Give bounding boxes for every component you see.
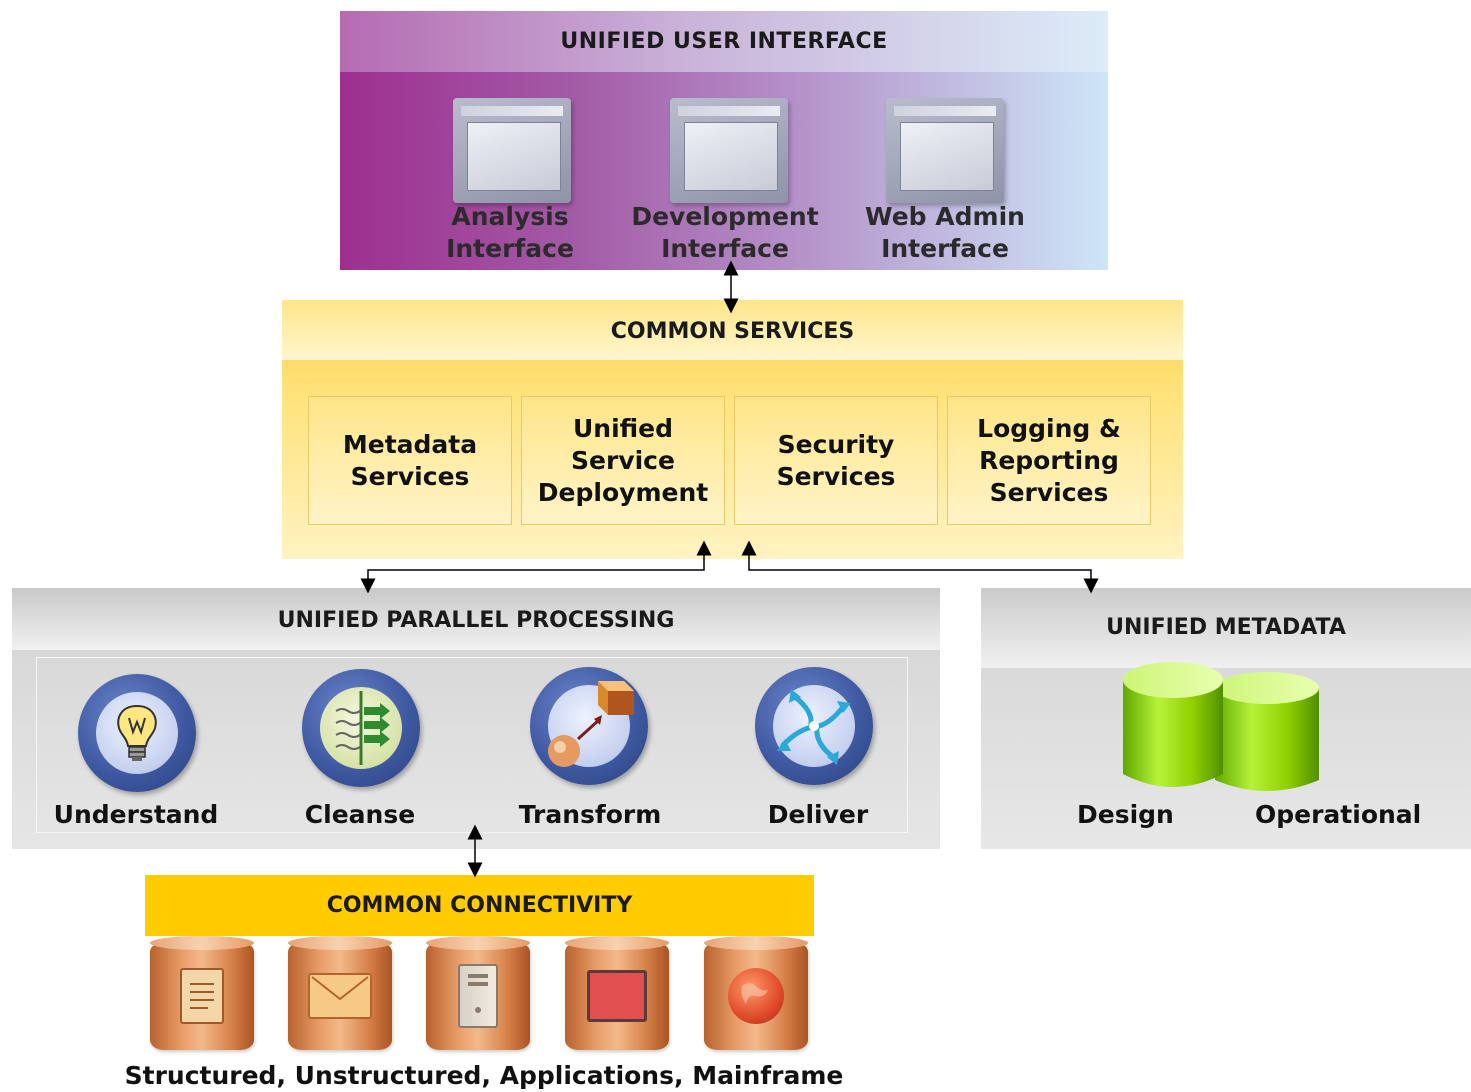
globe-icon — [704, 936, 808, 1050]
connectivity-caption: Structured, Unstructured, Applications, … — [124, 1061, 844, 1090]
window-icon — [453, 98, 571, 203]
upp-title: UNIFIED PARALLEL PROCESSING — [12, 588, 940, 650]
understand-label: Understand — [53, 800, 219, 829]
unified-service-deployment-label: Unified Service Deployment — [537, 413, 709, 507]
cube-sphere-icon — [530, 667, 648, 785]
unified-user-interface-layer: UNIFIED USER INTERFACE Analysis Interfac… — [340, 11, 1108, 270]
design-label: Design — [1077, 800, 1174, 829]
monitor-icon — [565, 936, 669, 1050]
common-services-layer: COMMON SERVICES Metadata Services Unifie… — [282, 300, 1183, 559]
document-icon — [150, 936, 254, 1050]
envelope-icon — [288, 936, 392, 1050]
window-icon — [670, 98, 788, 203]
unified-service-deployment-box: Unified Service Deployment — [521, 396, 725, 525]
database-cylinders-icon — [1123, 662, 1319, 791]
services-metadata-arrow — [741, 540, 1099, 594]
development-interface-label: Development Interface — [631, 202, 819, 263]
uui-title: UNIFIED USER INTERFACE — [340, 11, 1108, 72]
transform-label: Transform — [518, 800, 662, 829]
filter-arrows-icon — [302, 669, 420, 787]
cleanse-label: Cleanse — [304, 800, 416, 829]
security-services-label: Security Services — [776, 429, 896, 491]
deliver-label: Deliver — [767, 800, 869, 829]
metadata-services-box: Metadata Services — [308, 396, 512, 525]
window-icon — [886, 98, 1004, 203]
metadata-services-label: Metadata Services — [342, 429, 478, 491]
unified-metadata-title: UNIFIED METADATA — [981, 588, 1471, 668]
unified-metadata-layer: UNIFIED METADATA Design Operational — [981, 588, 1471, 849]
swirl-arrows-icon — [755, 667, 873, 785]
server-tower-icon — [426, 936, 530, 1050]
logging-reporting-services-label: Logging & Reporting Services — [977, 413, 1121, 507]
logging-reporting-services-box: Logging & Reporting Services — [947, 396, 1151, 525]
unified-parallel-processing-layer: UNIFIED PARALLEL PROCESSING — [12, 588, 940, 849]
lightbulb-icon — [78, 674, 196, 792]
analysis-interface-label: Analysis Interface — [446, 202, 574, 263]
operational-label: Operational — [1255, 800, 1422, 829]
web-admin-interface-label: Web Admin Interface — [865, 202, 1025, 263]
security-services-box: Security Services — [734, 396, 938, 525]
common-connectivity-bar: COMMON CONNECTIVITY — [145, 875, 814, 936]
services-processing-arrow — [360, 540, 712, 594]
